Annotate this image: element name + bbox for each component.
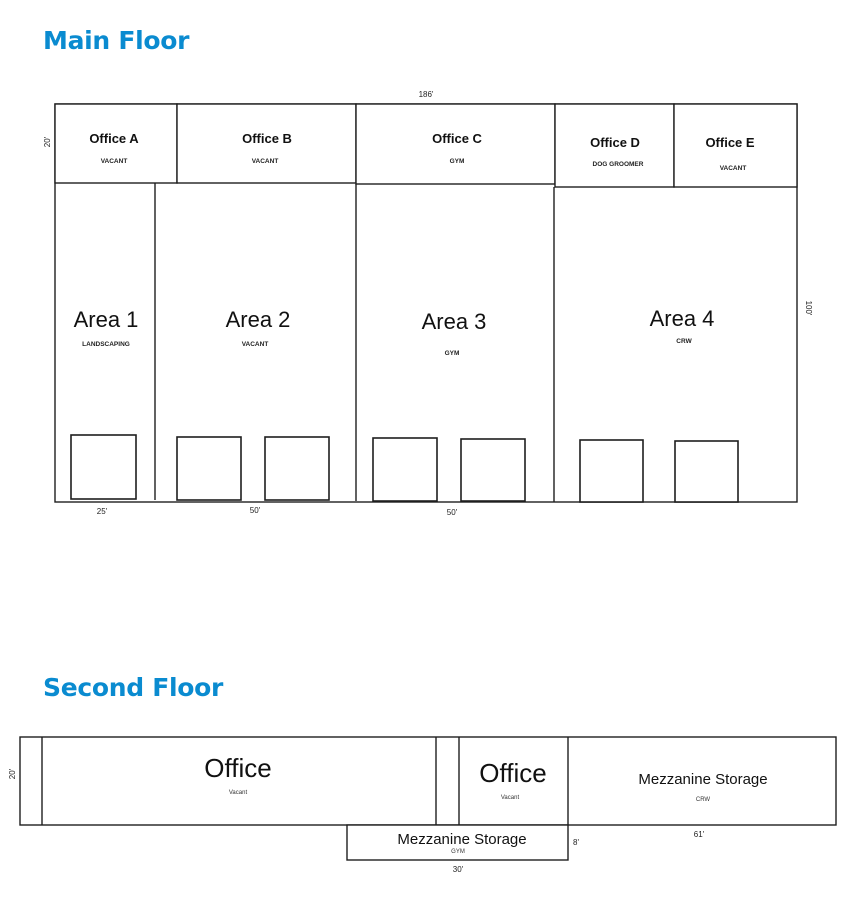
area-1-label: Area 1 bbox=[74, 307, 139, 332]
mezzanine-storage-lower: Mezzanine Storage GYM bbox=[346, 824, 569, 861]
area-2-label: Area 2 bbox=[226, 307, 291, 332]
office-d-tenant: DOG GROOMER bbox=[593, 161, 644, 168]
office-e-label: Office E bbox=[705, 135, 754, 150]
office-b-label: Office B bbox=[242, 131, 292, 146]
office-1-tenant: Vacant bbox=[229, 790, 248, 796]
office-e: Office E VACANT bbox=[673, 103, 798, 188]
dim-mezz-8: 8' bbox=[573, 838, 579, 847]
main-floor-heading: Main Floor bbox=[43, 26, 190, 55]
area-1: Area 1 LANDSCAPING bbox=[74, 307, 139, 348]
dim-area3-50: 50' bbox=[447, 508, 458, 517]
mezzanine-storage-right: Mezzanine Storage CRW bbox=[638, 771, 767, 803]
overhead-door bbox=[70, 434, 137, 500]
office-d-label: Office D bbox=[590, 135, 640, 150]
dim-area1-25: 25' bbox=[97, 507, 108, 516]
office-c-tenant: GYM bbox=[450, 158, 465, 165]
area-3: Area 3 GYM bbox=[422, 309, 487, 357]
mezzanine-storage-tenant: CRW bbox=[696, 797, 711, 803]
overhead-door bbox=[579, 439, 644, 503]
office-b: Office B VACANT bbox=[176, 103, 357, 184]
area-3-label: Area 3 bbox=[422, 309, 487, 334]
office-1-label: Office bbox=[204, 753, 271, 783]
second-floor-heading: Second Floor bbox=[43, 673, 224, 702]
office-a-tenant: VACANT bbox=[101, 158, 128, 165]
overhead-doors bbox=[70, 434, 739, 503]
office-b-tenant: VACANT bbox=[252, 158, 279, 165]
office-d: Office D DOG GROOMER bbox=[554, 103, 675, 188]
dim-mezz-30: 30' bbox=[453, 865, 464, 874]
overhead-door bbox=[372, 437, 438, 502]
second-floor-plan: Office Vacant Office Vacant Mezzanine St… bbox=[8, 736, 837, 874]
area-2: Area 2 VACANT bbox=[226, 307, 291, 348]
mezzanine-storage-lower-tenant: GYM bbox=[451, 849, 465, 855]
dim-mezz-61: 61' bbox=[694, 830, 705, 839]
dim-second-depth-20: 20' bbox=[8, 768, 17, 779]
overhead-door bbox=[264, 436, 330, 501]
overhead-door bbox=[674, 440, 739, 503]
second-floor-office-1: Office Vacant bbox=[204, 753, 271, 796]
office-c: Office C GYM bbox=[355, 103, 556, 185]
main-floor-plan: Office A VACANT Office B VACANT Office C… bbox=[43, 90, 813, 517]
overhead-door bbox=[176, 436, 242, 501]
overhead-door bbox=[460, 438, 526, 502]
office-a-label: Office A bbox=[89, 131, 139, 146]
area-3-tenant: GYM bbox=[445, 350, 460, 357]
office-a: Office A VACANT bbox=[54, 103, 178, 184]
area-4-label: Area 4 bbox=[650, 306, 715, 331]
mezzanine-storage-label: Mezzanine Storage bbox=[638, 771, 767, 788]
area-2-tenant: VACANT bbox=[242, 341, 269, 348]
office-e-tenant: VACANT bbox=[720, 165, 747, 172]
office-c-label: Office C bbox=[432, 131, 482, 146]
dim-office-depth-20: 20' bbox=[43, 136, 52, 147]
office-2-label: Office bbox=[479, 758, 546, 788]
area-1-tenant: LANDSCAPING bbox=[82, 341, 130, 348]
area-4: Area 4 CRW bbox=[650, 306, 715, 345]
area-4-tenant: CRW bbox=[676, 338, 692, 345]
dim-width-186: 186' bbox=[419, 90, 434, 99]
second-floor-office-2: Office Vacant bbox=[479, 758, 546, 801]
mezzanine-storage-lower-label: Mezzanine Storage bbox=[397, 831, 526, 848]
dim-area2-50: 50' bbox=[250, 506, 261, 515]
dim-depth-100: 100' bbox=[804, 301, 813, 316]
office-2-tenant: Vacant bbox=[501, 795, 520, 801]
